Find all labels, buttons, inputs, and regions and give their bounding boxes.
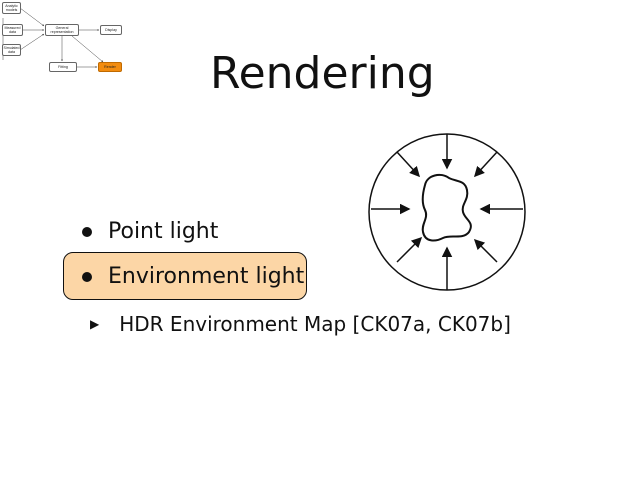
node-fitting: Fitting — [49, 62, 77, 72]
node-analytic-models: Analytic models — [2, 2, 21, 14]
node-measured-data: Measured data — [2, 24, 23, 36]
node-display: Display — [100, 25, 122, 35]
flow-edge — [71, 35, 104, 63]
bullet-label: Point light — [108, 219, 219, 244]
bullet-dot-icon — [82, 271, 92, 282]
blob-object-icon — [421, 173, 472, 242]
triangle-bullet-icon: ▶ — [90, 317, 100, 331]
flow-diagram: Analytic models Measured data Simulated … — [0, 0, 170, 90]
sub-bullet-label: HDR Environment Map [CK07a, CK07b] — [119, 312, 511, 336]
light-arrow-bottom-left — [396, 236, 423, 263]
environment-light-figure — [365, 130, 530, 295]
flow-connectors — [2, 7, 104, 68]
light-arrow-bottom-right — [473, 238, 498, 263]
bullet-environment-light: Environment light — [82, 264, 304, 289]
environment-light-illustration — [368, 133, 526, 291]
node-render: Render — [98, 62, 122, 72]
slide-title: Rendering — [210, 48, 435, 99]
light-arrow-top-right — [473, 151, 498, 178]
node-simulated-data: Simulated data — [2, 44, 21, 56]
highlight-box — [63, 252, 307, 300]
bullet-label: Environment light — [108, 264, 305, 289]
sub-bullet-hdr-map: ▶ HDR Environment Map [CK07a, CK07b] — [90, 312, 511, 336]
bullet-dot-icon — [82, 226, 92, 237]
flow-edge — [19, 33, 45, 51]
flow-edge — [19, 7, 45, 27]
bullet-point-light: Point light — [82, 219, 218, 244]
light-arrow-top-left — [396, 151, 421, 178]
node-general-representation: General representation — [45, 24, 79, 36]
